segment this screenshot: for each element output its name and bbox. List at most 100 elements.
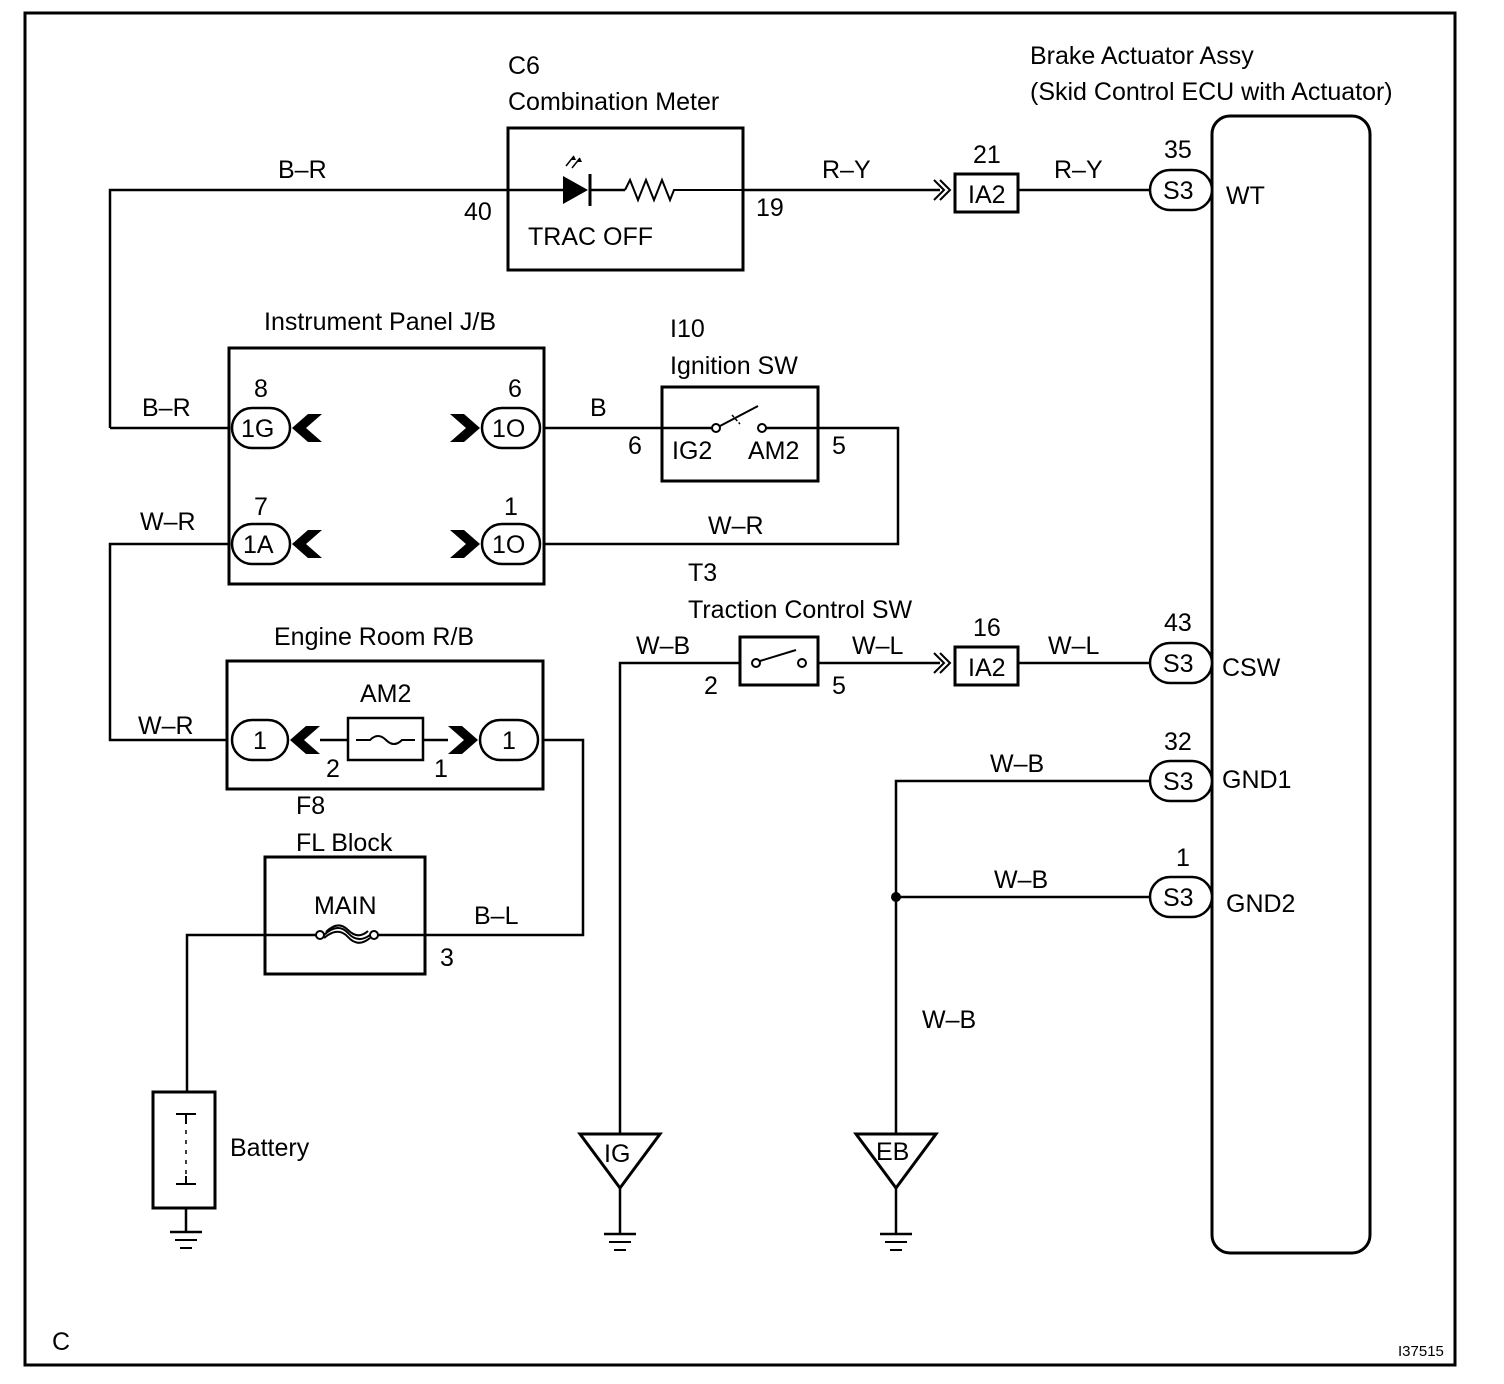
wire-label-wb-gnd1: W–B	[990, 750, 1044, 778]
terminal-gnd1: GND1	[1222, 766, 1291, 794]
terminal-wt: WT	[1226, 182, 1265, 210]
ign-pin-in: 6	[628, 432, 642, 460]
meter-code: C6	[508, 52, 540, 80]
rb-left-label: 1	[253, 727, 267, 755]
ignition-switch	[660, 385, 820, 483]
terminal-csw: CSW	[1222, 654, 1281, 682]
s3-gnd1-pin: 32	[1164, 728, 1192, 756]
jb-name: Instrument Panel J/B	[264, 308, 496, 336]
wire-label-wb-trac: W–B	[636, 632, 690, 660]
ign-contact-in: IG2	[672, 437, 712, 465]
s3-gnd2-pin: 1	[1176, 844, 1190, 872]
actuator-name-line1: Brake Actuator Assy	[1030, 42, 1254, 70]
wire-label-b-ign: B	[590, 394, 607, 422]
ia2-mid-connector	[933, 645, 1020, 687]
rb-pin-left: 2	[326, 755, 340, 783]
ia2-mid-label: IA2	[968, 654, 1006, 682]
trac-code: T3	[688, 559, 717, 587]
fl-pin-out: 3	[440, 944, 454, 972]
wire-label-br-jb: B–R	[142, 394, 191, 422]
ign-name: Ignition SW	[670, 352, 798, 380]
wire-wr-rb	[108, 542, 232, 742]
ia2-top-label: IA2	[968, 181, 1006, 209]
wire-label-br-top: B–R	[278, 156, 327, 184]
wire-wb-trac	[618, 661, 740, 1134]
battery	[151, 1090, 217, 1249]
fl-name: FL Block	[296, 829, 393, 857]
meter-lamp-label: TRAC OFF	[528, 223, 653, 251]
ground-eb	[853, 1132, 939, 1251]
fl-block	[263, 855, 427, 976]
meter-name: Combination Meter	[508, 88, 719, 116]
s3-gnd1-label: S3	[1163, 768, 1194, 796]
s3-wt-label: S3	[1163, 177, 1194, 205]
combination-meter	[506, 126, 745, 272]
s3-gnd1-connector	[1148, 759, 1214, 803]
jb-1g-label: 1G	[241, 415, 274, 443]
wire-label-ry-ecu: R–Y	[1054, 156, 1103, 184]
resistor-icon	[624, 177, 743, 203]
ign-contact-out: AM2	[748, 437, 799, 465]
ia2-mid-pin: 16	[973, 614, 1001, 642]
s3-csw-label: S3	[1163, 650, 1194, 678]
s3-wt-pin: 35	[1164, 136, 1192, 164]
wire-label-wb-eb: W–B	[922, 1006, 976, 1034]
fuse-icon	[356, 735, 415, 745]
figure-id: I37515	[1398, 1343, 1444, 1360]
jb-1g-pin: 8	[254, 375, 268, 403]
wire-fl-battery	[185, 933, 265, 1092]
s3-wt-connector	[1148, 168, 1214, 212]
wire-label-wr-ign: W–R	[708, 512, 764, 540]
wire-label-wl-ecu: W–L	[1048, 632, 1100, 660]
jb-1o-bottom-label: 1O	[492, 531, 525, 559]
brake-actuator-assy	[1210, 114, 1372, 1255]
ground-ig	[577, 1132, 663, 1251]
trac-name: Traction Control SW	[688, 596, 913, 624]
fl-code: F8	[296, 792, 325, 820]
rb-right-label: 1	[502, 727, 516, 755]
s3-csw-connector	[1148, 641, 1214, 685]
wire-label-ry-meter: R–Y	[822, 156, 871, 184]
instrument-panel-jb	[227, 346, 546, 586]
battery-label: Battery	[230, 1134, 310, 1162]
rb-name: Engine Room R/B	[274, 623, 474, 651]
wire-label-bl-fl: B–L	[474, 902, 519, 930]
wire-wr-ign	[545, 426, 900, 546]
jb-1o-top-label: 1O	[492, 415, 525, 443]
ign-pin-out: 5	[832, 432, 846, 460]
fl-fuse-label: MAIN	[314, 892, 377, 920]
wire-bl-fl	[425, 738, 585, 937]
meter-pin-in: 40	[464, 198, 492, 226]
jb-1a-label: 1A	[243, 531, 274, 559]
led-icon	[563, 176, 588, 204]
diagram-frame	[23, 11, 1457, 1367]
rb-fuse-label: AM2	[360, 680, 411, 708]
wire-label-wr-jb: W–R	[140, 508, 196, 536]
s3-csw-pin: 43	[1164, 609, 1192, 637]
ia2-top-connector	[933, 172, 1020, 214]
wire-wb-gnd1	[894, 779, 1150, 1134]
jb-1a-pin: 7	[254, 493, 268, 521]
ground-eb-label: EB	[876, 1138, 909, 1166]
ia2-top-pin: 21	[973, 141, 1001, 169]
wire-label-wr-rb: W–R	[138, 712, 194, 740]
wire-label-wl-trac: W–L	[852, 632, 904, 660]
junction-dot	[891, 892, 901, 902]
s3-gnd2-connector	[1148, 875, 1214, 919]
actuator-name-line2: (Skid Control ECU with Actuator)	[1030, 78, 1393, 106]
ground-ig-label: IG	[604, 1140, 630, 1168]
s3-gnd2-label: S3	[1163, 884, 1194, 912]
jb-1o-top-pin: 6	[508, 375, 522, 403]
engine-room-rb	[225, 659, 545, 791]
ign-code: I10	[670, 315, 705, 343]
meter-pin-out: 19	[756, 194, 784, 222]
trac-pin-out: 5	[832, 672, 846, 700]
jb-1o-bottom-pin: 1	[504, 493, 518, 521]
wire-br-top	[108, 188, 508, 428]
wire-label-wb-gnd2: W–B	[994, 866, 1048, 894]
rb-pin-right: 1	[434, 755, 448, 783]
trac-pin-in: 2	[704, 672, 718, 700]
traction-control-switch	[738, 635, 820, 687]
corner-letter: C	[52, 1328, 70, 1356]
